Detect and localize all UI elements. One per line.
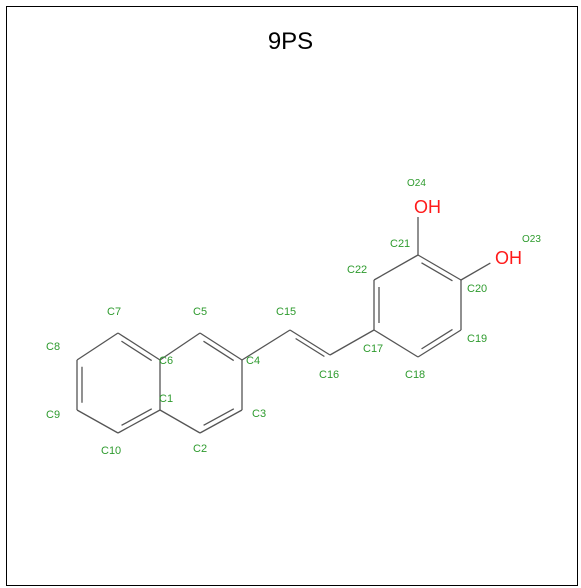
atom-symbol-o24: OH	[414, 197, 441, 217]
bond-C7-C6	[117, 332, 161, 361]
atom-label-c20: C20	[467, 283, 487, 295]
atom-label-c1: C1	[159, 393, 173, 405]
bond-C4-C5-inner	[203, 340, 235, 362]
atom-label-c6: C6	[159, 355, 173, 367]
bond-C2-C3-inner	[203, 408, 235, 426]
bond-C20-C21-inner	[421, 262, 453, 282]
atom-label-c4: C4	[246, 355, 260, 367]
molecule-title: 9PS	[267, 28, 314, 55]
atom-label-c17: C17	[363, 343, 383, 355]
bond-C15-C16	[289, 329, 331, 356]
diagram-frame	[6, 6, 578, 586]
bond-C5-C6	[159, 332, 201, 361]
atom-symbol-o23: OH	[495, 248, 522, 268]
atom-label-c15: C15	[276, 306, 296, 318]
bond-C4-C5	[199, 332, 243, 361]
atom-label-c21: C21	[390, 238, 410, 250]
atom-label-c22: C22	[347, 264, 367, 276]
bond-C1-C2	[159, 409, 201, 434]
atom-label-c19: C19	[467, 333, 487, 345]
atom-label-c2: C2	[193, 443, 207, 455]
atom-label-o23: O23	[522, 234, 541, 245]
bond-C7-C6-inner	[121, 340, 153, 362]
bond-C2-C3	[199, 409, 243, 434]
bond-C4-C15	[241, 329, 291, 361]
atom-label-c16: C16	[319, 369, 339, 381]
bond-C21-C22	[373, 254, 419, 281]
atom-label-o24: O24	[407, 178, 426, 189]
bond-C18-C19	[417, 329, 462, 358]
atom-label-c3: C3	[252, 408, 266, 420]
atom-label-c5: C5	[193, 306, 207, 318]
atom-label-c10: C10	[101, 445, 121, 457]
bond-C20-C21	[417, 254, 462, 281]
atom-label-c7: C7	[107, 306, 121, 318]
atom-label-c18: C18	[405, 369, 425, 381]
bond-C17-C18	[373, 329, 419, 358]
bond-layer	[76, 217, 491, 434]
bond-C20-O23	[460, 262, 491, 281]
atom-label-c8: C8	[46, 341, 60, 353]
bond-C1-C10-inner	[121, 408, 153, 426]
bond-C1-C10	[117, 409, 161, 434]
bond-C16-C17	[329, 329, 375, 356]
atom-label-c9: C9	[46, 409, 60, 421]
bond-C18-C19-inner	[421, 328, 453, 350]
bond-C10-C9	[76, 409, 119, 434]
bond-C8-C7	[76, 332, 119, 361]
bond-C15-C16-inner	[295, 337, 325, 358]
